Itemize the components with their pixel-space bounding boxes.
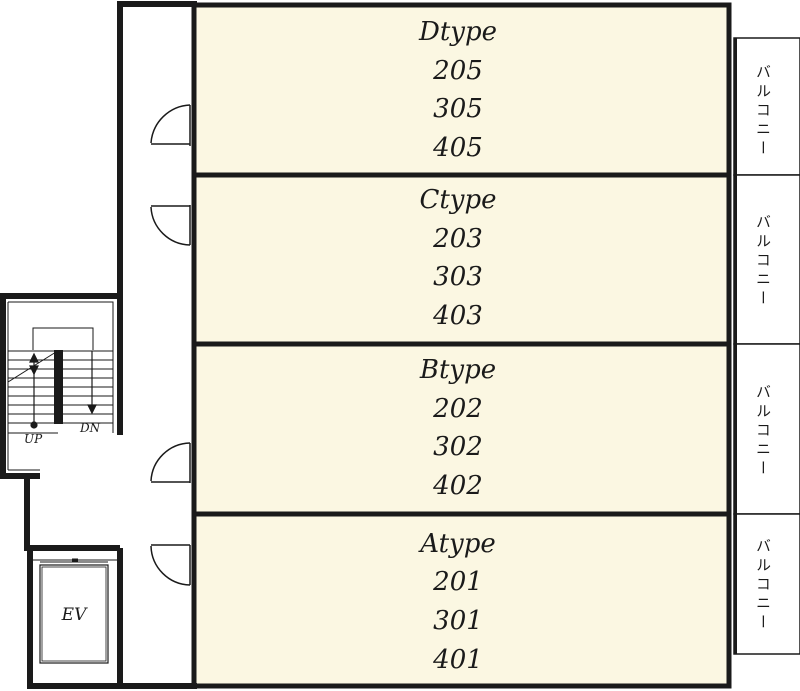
elevator-label: EV [61, 605, 88, 625]
unit-a-area [191, 511, 732, 689]
unit-b-room-2: 302 [433, 432, 483, 462]
door-unit-a[interactable] [150, 544, 191, 586]
unit-a-room-1: 201 [432, 567, 483, 597]
balcony-d: バルコニー [733, 37, 800, 176]
unit-c-room-2: 303 [433, 262, 483, 292]
unit-c[interactable]: Ctype 203 303 403 [191, 172, 732, 347]
staircase: UP DN [0, 293, 123, 479]
corridor [117, 1, 197, 689]
unit-a-type: Atype [418, 529, 496, 559]
balcony-c-label: バルコニー [754, 214, 772, 309]
unit-c-room-3: 403 [432, 301, 483, 331]
unit-a-room-3: 401 [432, 645, 483, 675]
unit-c-type: Ctype [419, 185, 496, 215]
unit-d-room-1: 205 [432, 56, 483, 86]
balcony-b-label: バルコニー [754, 384, 772, 479]
unit-d-room-2: 305 [433, 94, 483, 124]
unit-b-room-1: 202 [432, 394, 483, 424]
unit-d-area [191, 2, 732, 178]
unit-a-room-2: 301 [433, 606, 483, 636]
door-unit-b[interactable] [150, 442, 191, 483]
unit-c-room-1: 203 [432, 224, 483, 254]
unit-d-type: Dtype [418, 17, 497, 47]
door-unit-d[interactable] [150, 104, 191, 146]
unit-b[interactable]: Btype 202 302 402 [191, 341, 732, 517]
stair-up-label: UP [24, 432, 43, 446]
unit-b-room-3: 402 [432, 471, 483, 501]
balcony-d-label: バルコニー [754, 64, 772, 159]
unit-a[interactable]: Atype 201 301 401 [191, 511, 732, 689]
elevator: EV [24, 478, 120, 689]
unit-d-room-3: 405 [432, 133, 483, 163]
unit-b-area [191, 341, 732, 517]
unit-d[interactable]: Dtype 205 305 405 [191, 2, 732, 178]
balcony-a-label: バルコニー [754, 538, 772, 633]
balcony-b: バルコニー [733, 343, 800, 515]
stair-dn-label: DN [79, 421, 101, 435]
unit-c-area [191, 172, 732, 347]
door-unit-c[interactable] [150, 205, 191, 246]
balcony-c: バルコニー [733, 174, 800, 345]
unit-b-type: Btype [419, 355, 496, 385]
balcony-a: バルコニー [733, 513, 800, 655]
